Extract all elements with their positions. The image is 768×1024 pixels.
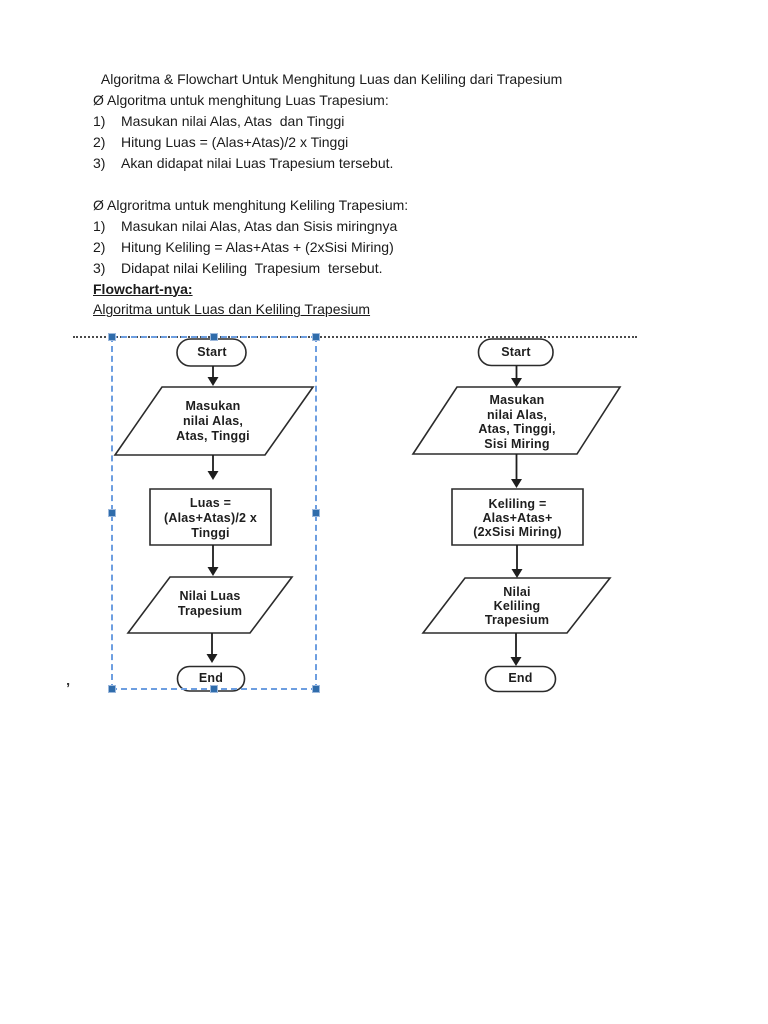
left-start-label: Start xyxy=(197,345,227,359)
selection-handle-n[interactable] xyxy=(210,333,218,341)
flowchart-caption: Algoritma untuk Luas dan Keliling Trapes… xyxy=(93,301,371,318)
section1-item-1: 1) Masukan nilai Alas, Atas dan Tinggi xyxy=(93,111,693,132)
selection-handle-e[interactable] xyxy=(312,509,320,517)
selection-box[interactable] xyxy=(108,333,320,693)
selection-handle-nw[interactable] xyxy=(108,333,116,341)
selection-handle-w[interactable] xyxy=(108,509,116,517)
item-text: Akan didapat nilai Luas Trapesium terseb… xyxy=(121,154,394,171)
section1-item-2: 2) Hitung Luas = (Alas+Atas)/2 x Tinggi xyxy=(93,132,693,153)
left-input-label: Masukan nilai Alas, Atas, Tinggi xyxy=(176,399,250,443)
right-process-label: Keliling = Alas+Atas+ (2xSisi Miring) xyxy=(473,497,562,539)
item-number: 3) xyxy=(93,259,106,276)
item-text: Masukan nilai Alas, Atas dan Tinggi xyxy=(121,112,345,129)
right-end-label: End xyxy=(508,671,533,685)
right-output-label: Nilai Keliling Trapesium xyxy=(484,585,550,627)
section2-heading: Ø Algroritma untuk menghitung Keliling T… xyxy=(93,196,409,213)
selection-handle-sw[interactable] xyxy=(108,685,116,693)
section1-item-3: 3) Akan didapat nilai Luas Trapesium ter… xyxy=(93,153,693,174)
item-number: 3) xyxy=(93,154,106,171)
blank-line xyxy=(93,174,693,195)
apostrophe-mark: ’ xyxy=(66,680,71,697)
dotted-separator-line xyxy=(73,336,637,338)
item-number: 1) xyxy=(93,112,106,129)
item-number: 2) xyxy=(93,133,106,150)
left-process-label: Luas = (Alas+Atas)/2 x Tinggi xyxy=(164,496,257,540)
flowchart-heading: Flowchart-nya: xyxy=(93,280,193,297)
item-text: Hitung Keliling = Alas+Atas + (2xSisi Mi… xyxy=(121,238,394,255)
section1-heading: Ø Algoritma untuk menghitung Luas Trapes… xyxy=(93,91,389,108)
selection-handle-s[interactable] xyxy=(210,685,218,693)
selection-handle-se[interactable] xyxy=(312,685,320,693)
left-end-label: End xyxy=(198,671,224,685)
section2-item-1: 1) Masukan nilai Alas, Atas dan Sisis mi… xyxy=(93,216,693,237)
right-input-label: Masukan nilai Alas, Atas, Tinggi, Sisi M… xyxy=(478,393,556,451)
item-number: 1) xyxy=(93,217,106,234)
item-text: Masukan nilai Alas, Atas dan Sisis mirin… xyxy=(121,217,398,234)
section2-item-2: 2) Hitung Keliling = Alas+Atas + (2xSisi… xyxy=(93,237,693,258)
left-output-label: Nilai Luas Trapesium xyxy=(177,589,243,618)
section2-item-3: 3) Didapat nilai Keliling Trapesium ters… xyxy=(93,258,693,279)
item-text: Didapat nilai Keliling Trapesium tersebu… xyxy=(121,259,383,276)
doc-title: Algoritma & Flowchart Untuk Menghitung L… xyxy=(97,71,563,87)
item-text: Hitung Luas = (Alas+Atas)/2 x Tinggi xyxy=(121,133,349,150)
right-start-label: Start xyxy=(501,345,531,359)
selection-handle-ne[interactable] xyxy=(312,333,320,341)
doc-text-block: Algoritma & Flowchart Untuk Menghitung L… xyxy=(93,69,693,320)
item-number: 2) xyxy=(93,238,106,255)
